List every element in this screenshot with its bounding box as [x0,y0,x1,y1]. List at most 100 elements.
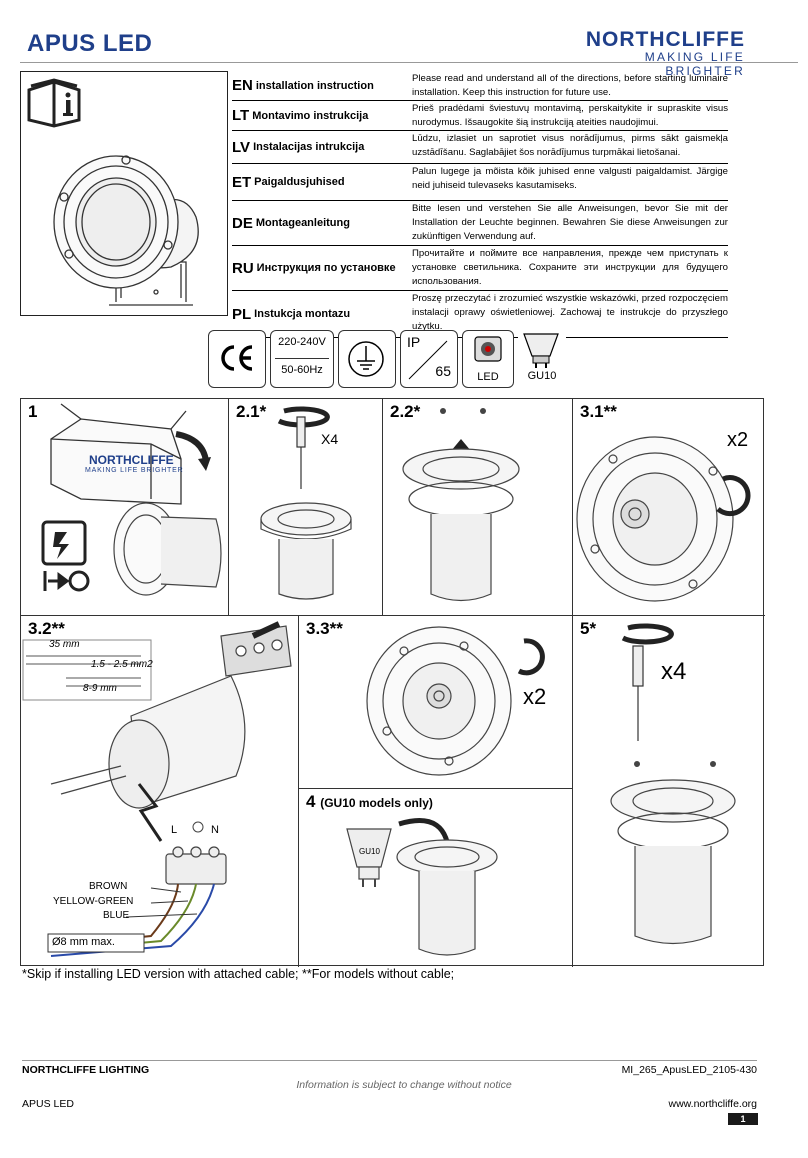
lang-text: Lūdzu, izlasiet un saprotiet visus norād… [412,133,728,158]
fixture-side-drawing [50,675,246,809]
lang-text: Please read and understand all of the di… [412,73,728,98]
wire-strip-diagram [22,639,152,701]
step-2-2: 2.2* [383,399,573,616]
lang-code: RU [232,259,254,277]
wire-blue-label: BLUE [103,910,130,921]
frequency-label: 50-60Hz [281,364,323,376]
step-number: 3.2** [28,619,65,638]
step-3-2: 3.2** [21,616,299,967]
led-label: LED [477,371,499,383]
voltage-label: 220-240V [278,336,326,348]
screw-icon [710,761,716,767]
lang-label: Instalacijas intrukcija [253,141,365,153]
cable-wires [50,883,215,957]
voltage-icon: 220-240V 50-60Hz [270,330,334,388]
fixture-top-view [576,436,734,602]
push-arrow-icon [251,621,281,639]
fixture-drawing [402,448,520,602]
lang-label: Montageanleitung [255,217,350,229]
terminal-n-label: N [211,824,219,836]
step-5: 5* x4 [573,616,765,967]
lang-code: LV [232,138,251,156]
lang-label: Инструкция по установке [256,262,396,274]
lang-text: Bitte lesen und verstehen Sie alle Anwei… [412,203,728,242]
wire-section-label: 1.5 - 2.5 mm2 [91,659,153,670]
footer-document-id: MI_265_ApusLED_2105-430 [621,1064,757,1076]
box-brand-name: NORTHCLIFFE [89,453,174,467]
earth-ground-icon [338,330,396,388]
screwdriver-icon [296,416,306,489]
ce-mark-icon [208,330,266,388]
fixture-open-drawing [366,626,512,776]
ip-rating-icon: IP 65 [400,330,458,388]
led-icon: LED [462,330,514,388]
footer-product: APUS LED [22,1098,74,1110]
spotlight-drawing [53,155,199,306]
rotate-arrow-icon [517,638,545,676]
step-3-3: 3.3** x2 [299,616,573,789]
screw-icon [480,408,486,414]
box-drawing [50,403,187,505]
fixture-drawing [610,779,736,945]
switch-off-icon [43,570,90,592]
footnote: *Skip if installing LED version with att… [22,967,455,981]
step-1: 1 NORTHCLIFFE MAKING L [21,399,229,616]
footer-divider [22,1060,757,1061]
installation-steps: 1 NORTHCLIFFE MAKING L [20,398,765,967]
open-arrow-icon [175,431,209,462]
box-brand-tagline: MAKING LIFE BRIGHTER [85,467,184,474]
terminal-connector-drawing [165,846,227,885]
gu10-bulb-drawing [346,828,392,887]
specification-icons: 220-240V 50-60Hz IP 65 LED GU10 [208,330,568,390]
footer-disclaimer: Information is subject to change without… [296,1079,512,1091]
lang-code: PL [232,305,252,323]
lang-label: Instukcja montazu [254,308,351,320]
screw-count: x4 [661,658,687,685]
strip-end-label: 8-9 mm [83,683,117,694]
lang-label: Montavimo instrukcija [252,109,369,122]
step-3-1: 3.1** x2 [573,399,765,616]
luminaire-drawing [113,502,222,596]
step-4-note: (GU10 models only) [320,796,433,810]
fixture-drawing [260,502,352,600]
read-manual-icon [27,78,81,128]
wire-yellow-green-label: YELLOW-GREEN [53,896,134,907]
brand-tagline: MAKING LIFE BRIGHTER [644,50,745,78]
screwdriver-icon [632,645,644,741]
lang-text: Proszę przeczytać i zrozumieć wszystkie … [412,293,728,332]
screw-count: x2 [523,684,547,709]
footer-website[interactable]: www.northcliffe.org [668,1098,757,1110]
product-illustration [27,78,199,306]
brand-logo: NORTHCLIFFE MAKING LIFE BRIGHTER [560,28,745,78]
step-4: 4 (GU10 models only) GU10 [299,789,573,967]
brand-name: NORTHCLIFFE [585,28,745,51]
screw-count: x2 [727,429,749,451]
rotate-arrow-icon [716,475,751,517]
gu10-lamp-icon: GU10 [518,330,566,388]
power-off-icon [41,520,87,566]
step-number: 5* [580,619,597,638]
step-number: 3.1** [580,402,617,421]
screw-icon [634,761,640,767]
ip-prefix: IP [407,334,421,350]
rotate-arrow-icon [277,406,330,428]
step-2-1: 2.1* X4 [229,399,383,616]
strip-length-label: 35 mm [49,639,80,650]
gu10-label: GU10 [527,370,557,382]
fixture-drawing [396,839,498,956]
rotate-arrow-icon [621,623,674,645]
product-illustration-box [20,71,228,316]
step-number: 2.1* [236,402,267,421]
lang-label: Paigaldusjuhised [254,176,345,188]
lang-text: Прочитайте и поймите все направления, пр… [412,248,728,287]
wire-brown-label: BROWN [89,881,128,892]
terminal-l-label: L [171,824,178,836]
screw-count: X4 [321,431,339,447]
